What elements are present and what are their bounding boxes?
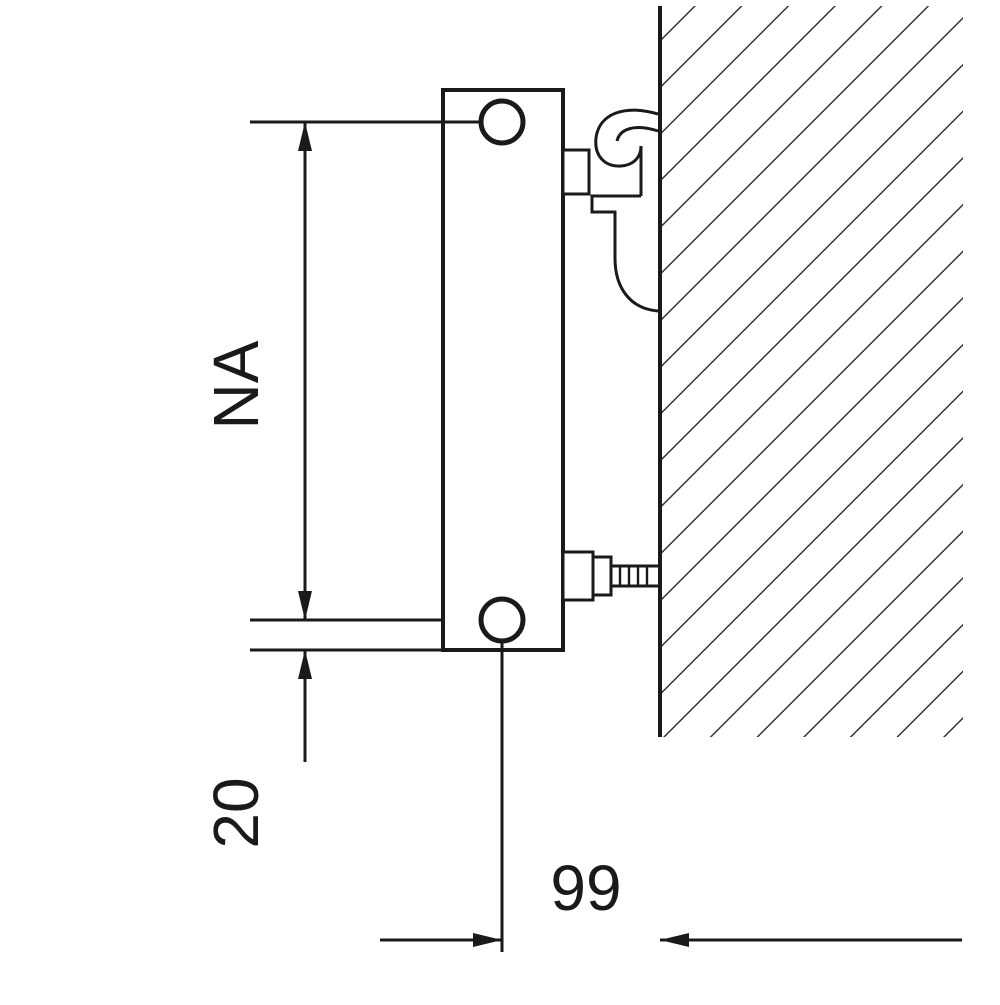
- dim99-arrow-left: [660, 933, 689, 947]
- valve-block: [561, 550, 595, 602]
- na-arrow-up: [298, 122, 312, 151]
- mounting-bracket: [561, 108, 659, 313]
- bracket-clip-inner: [615, 126, 659, 142]
- dimension-99: 99: [380, 641, 962, 952]
- bracket-clip: [594, 108, 659, 196]
- wall-hatching: [661, 6, 963, 737]
- dim20-label: 20: [200, 777, 272, 848]
- radiator-body: [441, 88, 565, 652]
- radiator: [441, 88, 565, 652]
- top-hub-connection: [478, 98, 526, 146]
- dim99-arrow-right: [473, 933, 502, 947]
- na-arrow-down: [298, 591, 312, 620]
- union-nut: [591, 555, 613, 597]
- pipe-thread-ticks: [618, 566, 649, 586]
- bracket-console: [590, 194, 659, 313]
- dimension-20: 20: [200, 648, 443, 849]
- wall: [658, 6, 963, 737]
- bracket-clamp: [561, 148, 591, 196]
- dimension-na: NA: [200, 120, 481, 622]
- bottom-hub-connection: [478, 596, 526, 644]
- dim20-arrow-up: [298, 650, 312, 679]
- bottom-connection: [561, 550, 658, 602]
- dim99-label: 99: [550, 852, 621, 924]
- na-label: NA: [200, 340, 272, 429]
